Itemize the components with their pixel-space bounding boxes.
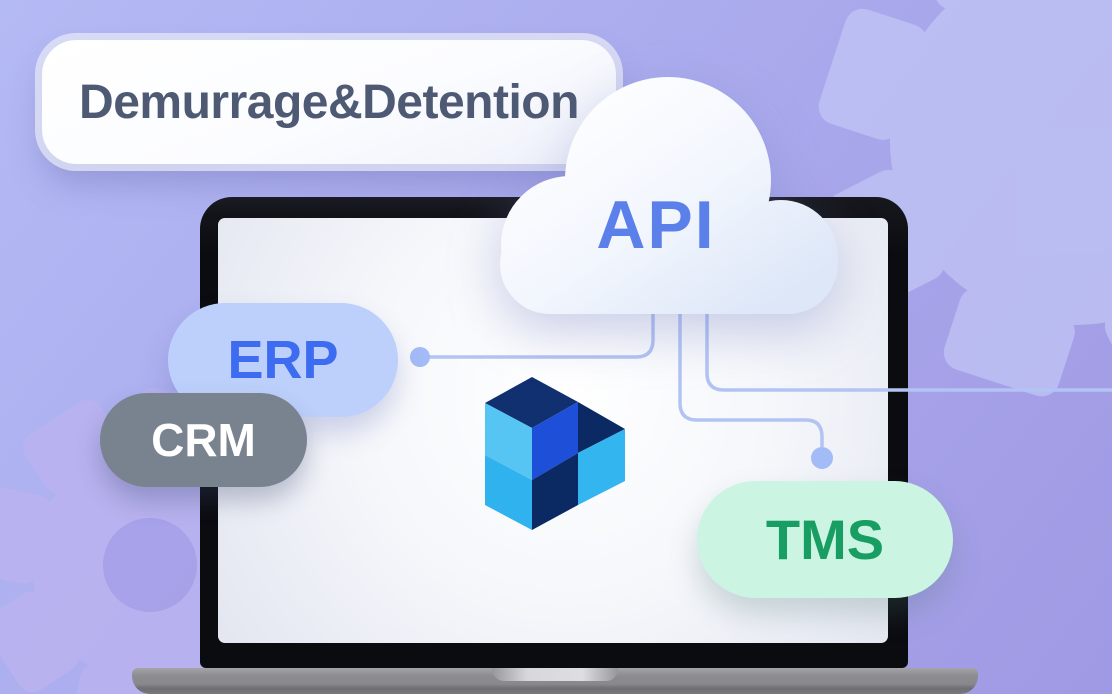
badge-crm-label: CRM	[151, 414, 256, 466]
cube-logo-icon	[485, 377, 625, 530]
badge-crm: CRM	[100, 393, 307, 487]
badge-tms: TMS	[697, 481, 953, 598]
badge-erp-label: ERP	[227, 330, 339, 390]
connector-tms	[678, 304, 824, 448]
connector-dot-tms	[811, 447, 833, 469]
connector-dot-erp	[410, 347, 430, 367]
title-badge: Demurrage&Detention	[42, 40, 616, 164]
title-badge-label: Demurrage&Detention	[79, 75, 579, 129]
connector-right	[705, 304, 1112, 392]
laptop-base-notch	[492, 668, 618, 681]
cloud-api-label: API	[596, 187, 716, 263]
badge-tms-label: TMS	[765, 508, 885, 571]
connector-erp	[422, 304, 655, 359]
cloud-icon	[500, 77, 838, 314]
